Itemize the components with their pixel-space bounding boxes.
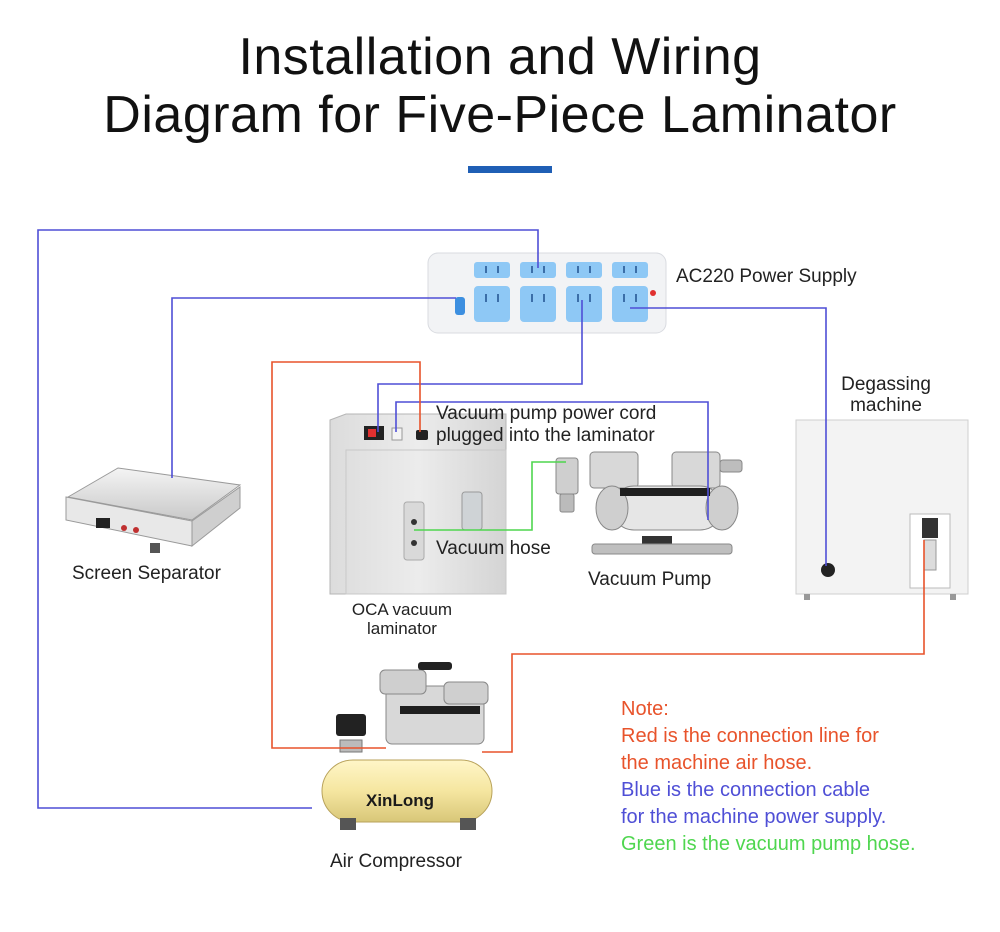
air-compressor-image: [321, 662, 493, 830]
vacuum-cord-label: Vacuum pump power cord plugged into the …: [436, 403, 656, 447]
power-indicator-icon: [650, 290, 656, 296]
air-hoses: [271, 361, 925, 753]
vacuum-pump-label: Vacuum Pump: [588, 569, 712, 590]
note-blue-line-2: for the machine power supply.: [621, 806, 887, 828]
vacuum-pump-image: [555, 451, 743, 555]
note-blue-line-1: Blue is the connection cable: [621, 779, 871, 801]
oca-laminator-label: OCA vacuum laminator: [344, 600, 460, 638]
vacuum-hose: [414, 461, 566, 531]
title-line-1: Installation and Wiring: [238, 28, 762, 86]
power-supply-label: AC220 Power Supply: [676, 266, 857, 287]
note-red-line-2: the machine air hose.: [621, 752, 813, 774]
screen-separator-image: [65, 467, 242, 553]
vacuum-cord-label-line-1: Vacuum pump power cord: [436, 403, 657, 424]
oca-laminator-image: [329, 413, 507, 595]
screen-separator-label: Screen Separator: [72, 563, 221, 584]
degassing-machine-image: [795, 419, 969, 600]
air-compressor-label: Air Compressor: [330, 851, 462, 872]
power-switch-icon: [455, 297, 465, 315]
vacuum-cord-label-line-2: plugged into the laminator: [436, 425, 655, 446]
title-accent-bar: [468, 166, 552, 173]
oca-label-line-1: OCA vacuum: [351, 600, 453, 619]
oca-label-line-2: laminator: [367, 619, 437, 638]
vacuum-hose-label: Vacuum hose: [436, 538, 551, 559]
degassing-label: Degassing machine: [826, 374, 946, 416]
degassing-label-line-1: Degassing: [841, 374, 931, 395]
compressor-brand: XinLong: [366, 791, 434, 810]
note-green-line-1: Green is the vacuum pump hose.: [621, 833, 916, 855]
page-title: Installation and Wiring Diagram for Five…: [0, 28, 1000, 144]
note-red-line-1: Red is the connection line for: [621, 725, 879, 747]
power-cables: [37, 229, 827, 809]
legend-note: Note: Red is the connection line for the…: [621, 696, 916, 858]
title-line-2: Diagram for Five-Piece Laminator: [103, 86, 897, 144]
power-strip: [427, 252, 667, 334]
degassing-label-line-2: machine: [850, 395, 922, 416]
note-heading: Note:: [621, 698, 669, 720]
